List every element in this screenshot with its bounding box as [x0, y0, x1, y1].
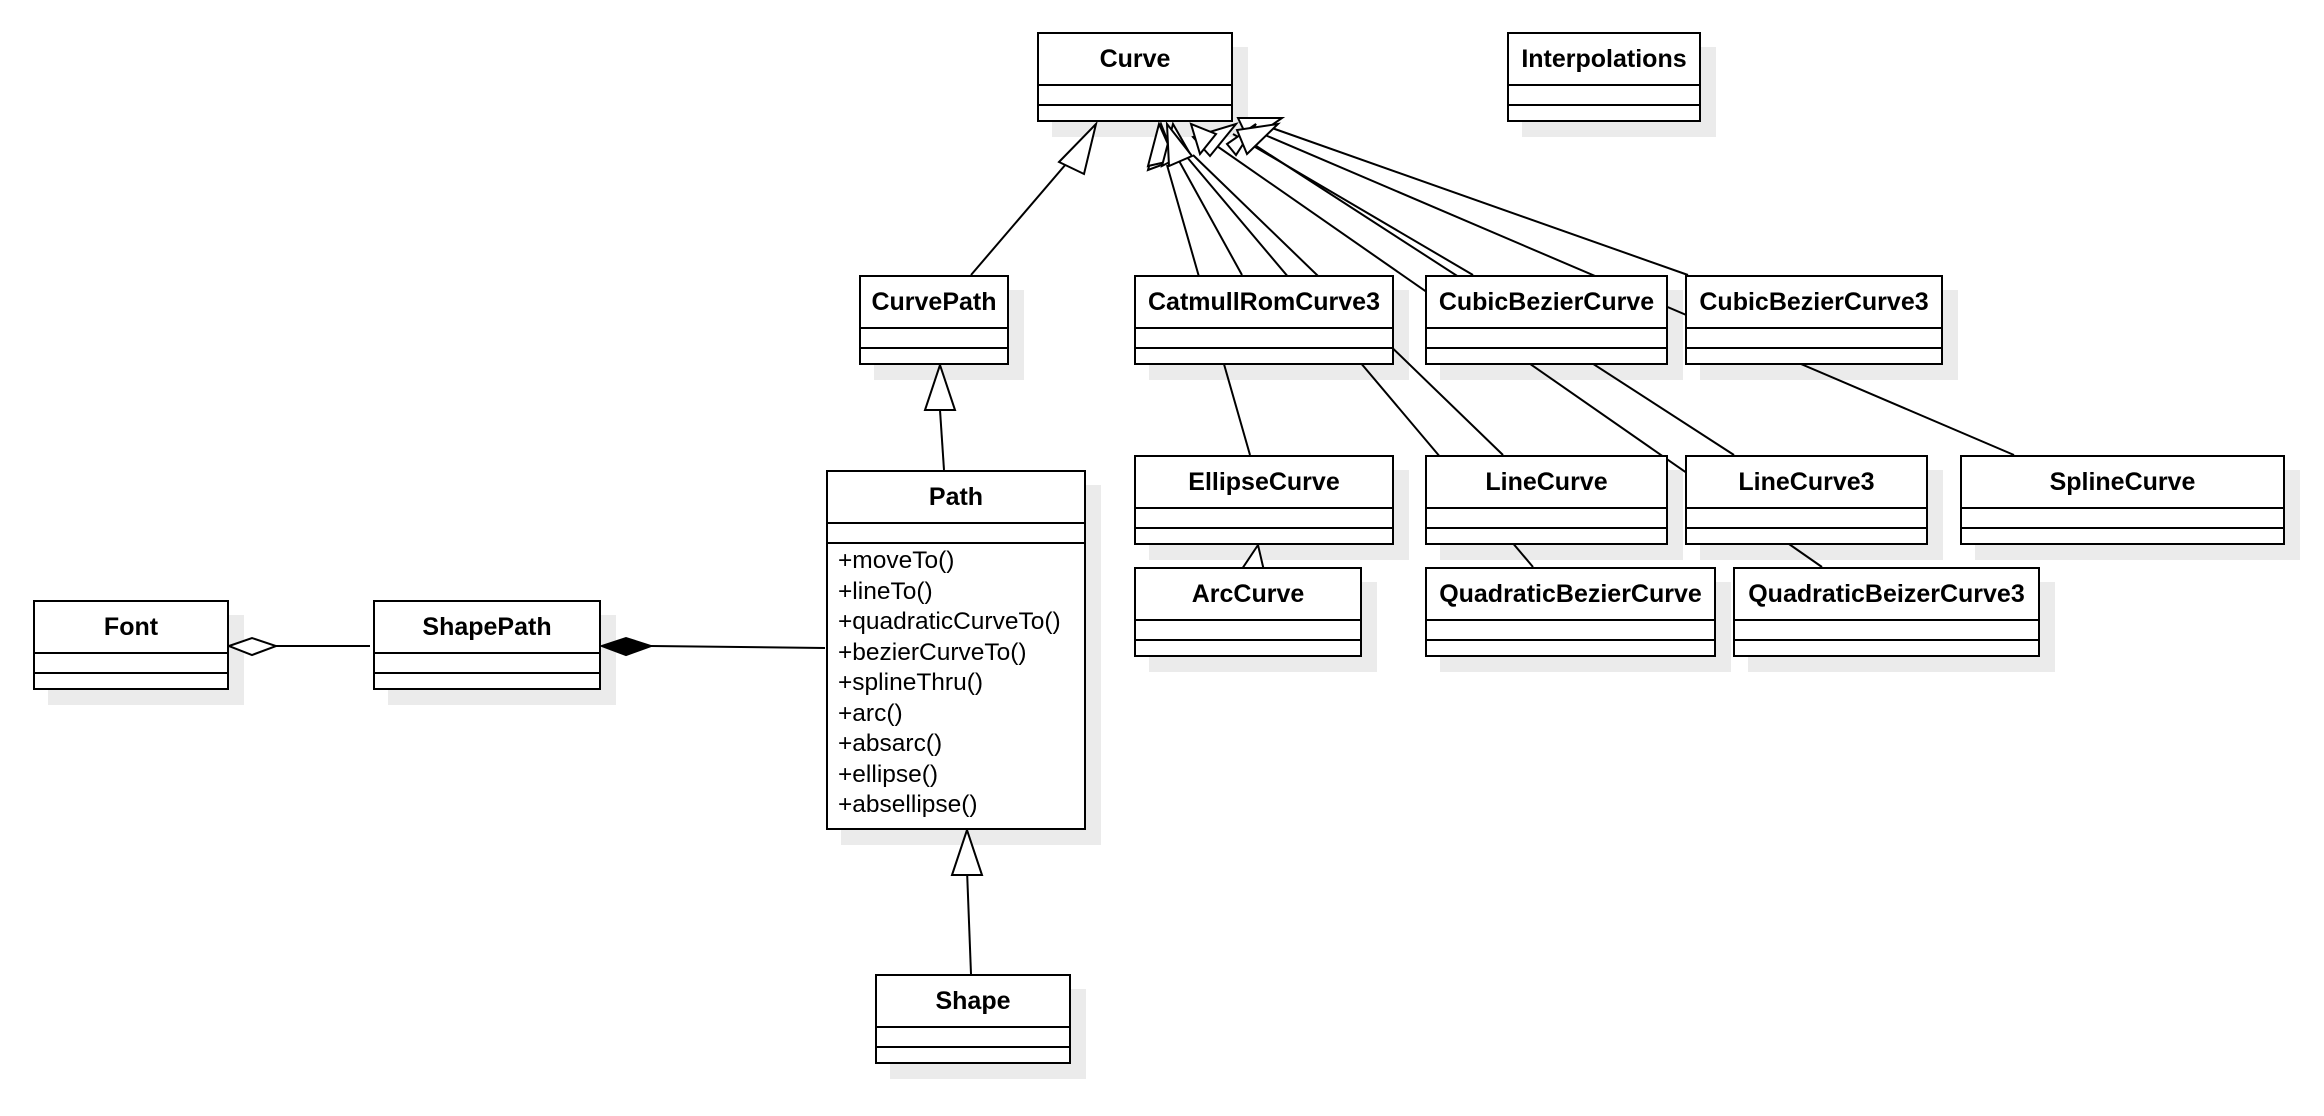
- separator: [828, 522, 1084, 524]
- arrowhead-quadbezier-curve: [1165, 120, 1194, 168]
- separator: [1136, 639, 1360, 641]
- separator: [1427, 639, 1714, 641]
- separator: [1136, 507, 1392, 509]
- class-name: Path: [928, 482, 984, 511]
- separator: [1427, 327, 1666, 329]
- operation: +absellipse(): [838, 791, 978, 818]
- class-name: EllipseCurve: [1188, 467, 1340, 496]
- edge-catmullrom-curve: [1177, 158, 1243, 276]
- class-name: Shape: [935, 986, 1011, 1015]
- class-linecurve[interactable]: LineCurve: [1425, 455, 1668, 545]
- operation: +moveTo(): [838, 547, 955, 574]
- edge-curvepath-curve: [970, 149, 1079, 276]
- class-name: CurvePath: [871, 287, 997, 316]
- separator: [1962, 527, 2283, 529]
- separator: [1962, 507, 2283, 509]
- separator: [35, 652, 227, 654]
- separator: [1039, 104, 1231, 106]
- class-path[interactable]: Path +moveTo() +lineTo() +quadraticCurve…: [826, 470, 1086, 830]
- edge-cubicbezier3-curve: [1271, 127, 1689, 276]
- class-quadraticbeizercurve3[interactable]: QuadraticBeizerCurve3: [1733, 567, 2040, 657]
- separator: [1509, 84, 1699, 86]
- class-name: CatmullRomCurve3: [1148, 287, 1380, 316]
- separator: [35, 672, 227, 674]
- class-ellipsecurve[interactable]: EllipseCurve: [1134, 455, 1394, 545]
- separator: [1687, 347, 1941, 349]
- separator: [1136, 347, 1392, 349]
- separator: [828, 542, 1084, 544]
- separator: [1427, 527, 1666, 529]
- edge-shape-path: [966, 869, 972, 975]
- class-name: ShapePath: [422, 612, 552, 641]
- class-curve[interactable]: Curve: [1037, 32, 1233, 122]
- separator: [375, 672, 599, 674]
- arrowhead-quadbeizer3-curve: [1189, 122, 1218, 157]
- separator: [1427, 507, 1666, 509]
- class-name: QuadraticBezierCurve: [1439, 579, 1702, 608]
- class-cubicbeziercurve[interactable]: CubicBezierCurve: [1425, 275, 1668, 365]
- class-name: LineCurve: [1485, 467, 1608, 496]
- class-font[interactable]: Font: [33, 600, 229, 690]
- class-name: Interpolations: [1521, 44, 1687, 73]
- separator: [1735, 619, 2038, 621]
- arrowhead-splinecurve-curve: [1235, 122, 1281, 156]
- separator: [1687, 507, 1926, 509]
- composition-diamond-shapepath: [599, 636, 655, 657]
- class-name: Curve: [1099, 44, 1171, 73]
- separator: [1427, 347, 1666, 349]
- class-name: ArcCurve: [1191, 579, 1305, 608]
- class-name: QuadraticBeizerCurve3: [1748, 579, 2025, 608]
- edge-path-curvepath: [939, 409, 945, 471]
- separator: [1136, 619, 1360, 621]
- class-cubicbeziercurve3[interactable]: CubicBezierCurve3: [1685, 275, 1943, 365]
- arrowhead-path-curvepath: [923, 361, 957, 411]
- operation: +arc(): [838, 699, 903, 727]
- class-name: Font: [103, 612, 159, 641]
- separator: [1039, 84, 1231, 86]
- separator: [877, 1026, 1069, 1028]
- arrowhead-curvepath-curve: [1057, 120, 1098, 176]
- separator: [861, 347, 1007, 349]
- class-interpolations[interactable]: Interpolations: [1507, 32, 1701, 122]
- class-splinecurve[interactable]: SplineCurve: [1960, 455, 2285, 545]
- class-shape[interactable]: Shape: [875, 974, 1071, 1064]
- class-name: CubicBezierCurve: [1438, 287, 1655, 316]
- operations-list: +moveTo() +lineTo() +quadraticCurveTo() …: [838, 546, 1061, 821]
- separator: [861, 327, 1007, 329]
- separator: [877, 1046, 1069, 1048]
- class-quadraticbeziercurve[interactable]: QuadraticBezierCurve: [1425, 567, 1716, 657]
- operation: +splineThru(): [838, 669, 984, 696]
- separator: [1136, 327, 1392, 329]
- edge-path-shapepath: [650, 645, 826, 649]
- class-name: LineCurve3: [1738, 467, 1875, 496]
- separator: [1509, 104, 1699, 106]
- arrowhead-shape-path: [950, 826, 984, 876]
- class-linecurve3[interactable]: LineCurve3: [1685, 455, 1928, 545]
- class-catmullromcurve3[interactable]: CatmullRomCurve3: [1134, 275, 1394, 365]
- class-name: CubicBezierCurve3: [1699, 287, 1929, 316]
- class-arccurve[interactable]: ArcCurve: [1134, 567, 1362, 657]
- aggregation-diamond-font: [226, 636, 279, 657]
- operation: +lineTo(): [838, 577, 933, 605]
- separator: [1136, 527, 1392, 529]
- operation: +quadraticCurveTo(): [838, 608, 1061, 635]
- class-name: SplineCurve: [2049, 467, 2196, 496]
- operation: +absarc(): [838, 730, 943, 757]
- separator: [1687, 327, 1941, 329]
- separator: [375, 652, 599, 654]
- class-curvepath[interactable]: CurvePath: [859, 275, 1009, 365]
- separator: [1735, 639, 2038, 641]
- separator: [1427, 619, 1714, 621]
- operation: +bezierCurveTo(): [838, 638, 1027, 666]
- class-shapepath[interactable]: ShapePath: [373, 600, 601, 690]
- operation: +ellipse(): [838, 760, 939, 788]
- separator: [1687, 527, 1926, 529]
